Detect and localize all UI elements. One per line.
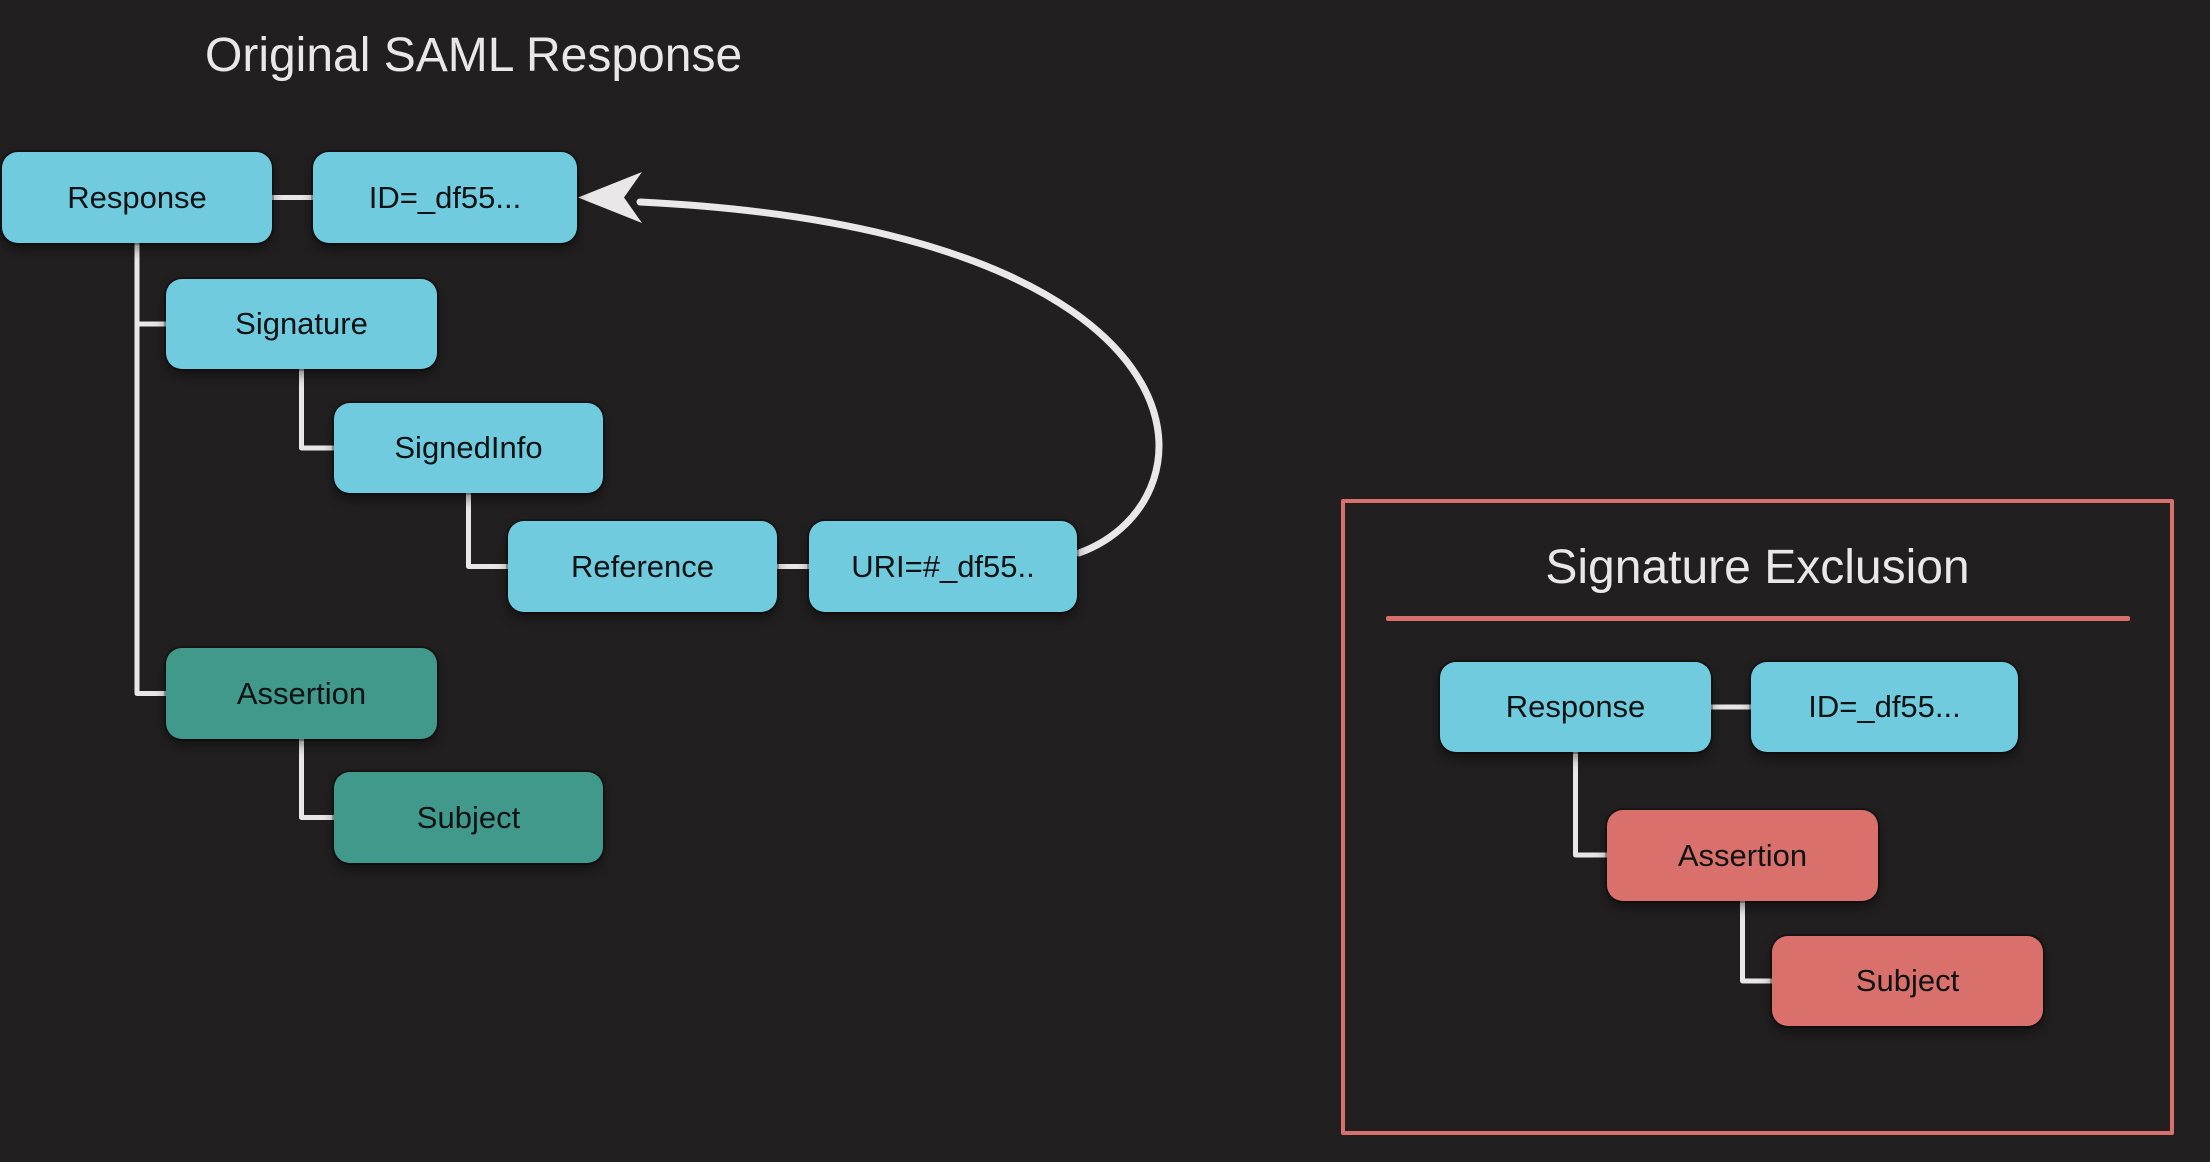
panel-node-response: Response bbox=[1440, 662, 1711, 752]
panel-node-assertion: Assertion bbox=[1607, 810, 1878, 901]
node-label: ID=_df55... bbox=[1808, 689, 1961, 724]
node-label: Assertion bbox=[1677, 837, 1808, 873]
signature-exclusion-panel: Signature Exclusion bbox=[1341, 499, 2174, 1135]
node-label: Reference bbox=[570, 548, 715, 584]
connector-signedinfo-reference bbox=[466, 493, 508, 569]
node-signature: Signature bbox=[166, 279, 437, 369]
arrow-head-icon bbox=[578, 172, 642, 223]
connector-response-assertion bbox=[134, 243, 166, 696]
node-label: Response bbox=[1505, 689, 1646, 724]
node-id-attribute: ID=_df55... bbox=[313, 152, 577, 243]
node-assertion: Assertion bbox=[166, 648, 437, 739]
node-response: Response bbox=[2, 152, 272, 243]
node-label: Subject bbox=[1855, 963, 1960, 998]
node-reference: Reference bbox=[508, 521, 777, 612]
node-label: Response bbox=[67, 179, 207, 215]
connector-assertion-subject bbox=[299, 739, 334, 820]
node-label: Signature bbox=[235, 306, 368, 341]
panel-node-id-attribute: ID=_df55... bbox=[1751, 662, 2018, 752]
connector-panel-response-assertion bbox=[1573, 752, 1607, 858]
panel-title: Signature Exclusion bbox=[1545, 541, 1970, 594]
node-label: ID=_df55... bbox=[368, 179, 522, 215]
arrow-curve bbox=[636, 198, 1163, 557]
node-label: Assertion bbox=[236, 675, 367, 711]
node-label: URI=#_df55.. bbox=[851, 548, 1035, 584]
uri-to-id-reference-arrow bbox=[578, 172, 1163, 557]
node-uri-attribute: URI=#_df55.. bbox=[809, 521, 1077, 612]
panel-title-underline bbox=[1386, 616, 2130, 621]
node-subject: Subject bbox=[334, 772, 603, 863]
node-signedinfo: SignedInfo bbox=[334, 403, 603, 493]
tree-connectors bbox=[134, 195, 1772, 984]
connector-signature-signedinfo bbox=[299, 369, 334, 451]
panel-node-subject: Subject bbox=[1772, 936, 2043, 1026]
left-diagram-title: Original SAML Response bbox=[205, 29, 743, 82]
node-label: SignedInfo bbox=[394, 430, 543, 465]
connector-panel-assertion-subject bbox=[1740, 900, 1772, 984]
node-label: Subject bbox=[416, 799, 521, 835]
